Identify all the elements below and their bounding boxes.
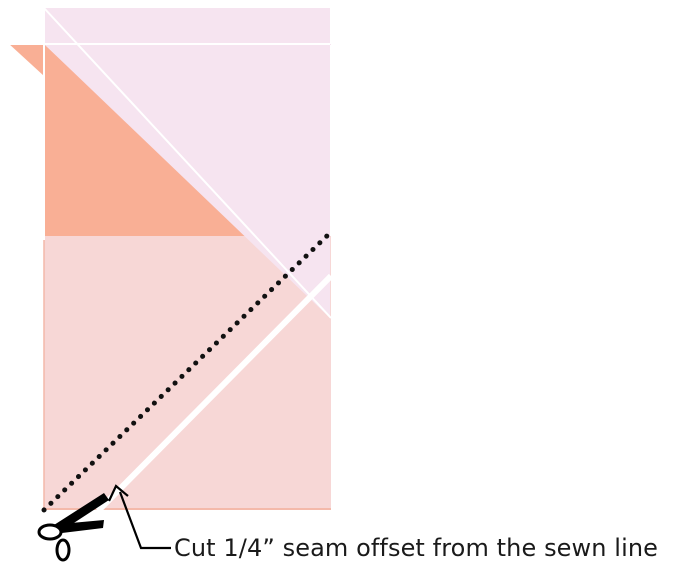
scissors-icon	[37, 493, 109, 562]
overlay-diagonal-region	[44, 44, 330, 318]
callout-pointer-line	[118, 491, 171, 550]
overlay-diagonal-gap	[43, 7, 332, 319]
callout-arrowhead	[108, 484, 129, 502]
seam-offset-caption: Cut 1/4” seam offset from the sewn line	[174, 534, 659, 562]
seam-edge-line	[95, 273, 334, 514]
salmon-corner-tip	[8, 43, 44, 76]
sewn-dotted-line	[41, 229, 334, 513]
